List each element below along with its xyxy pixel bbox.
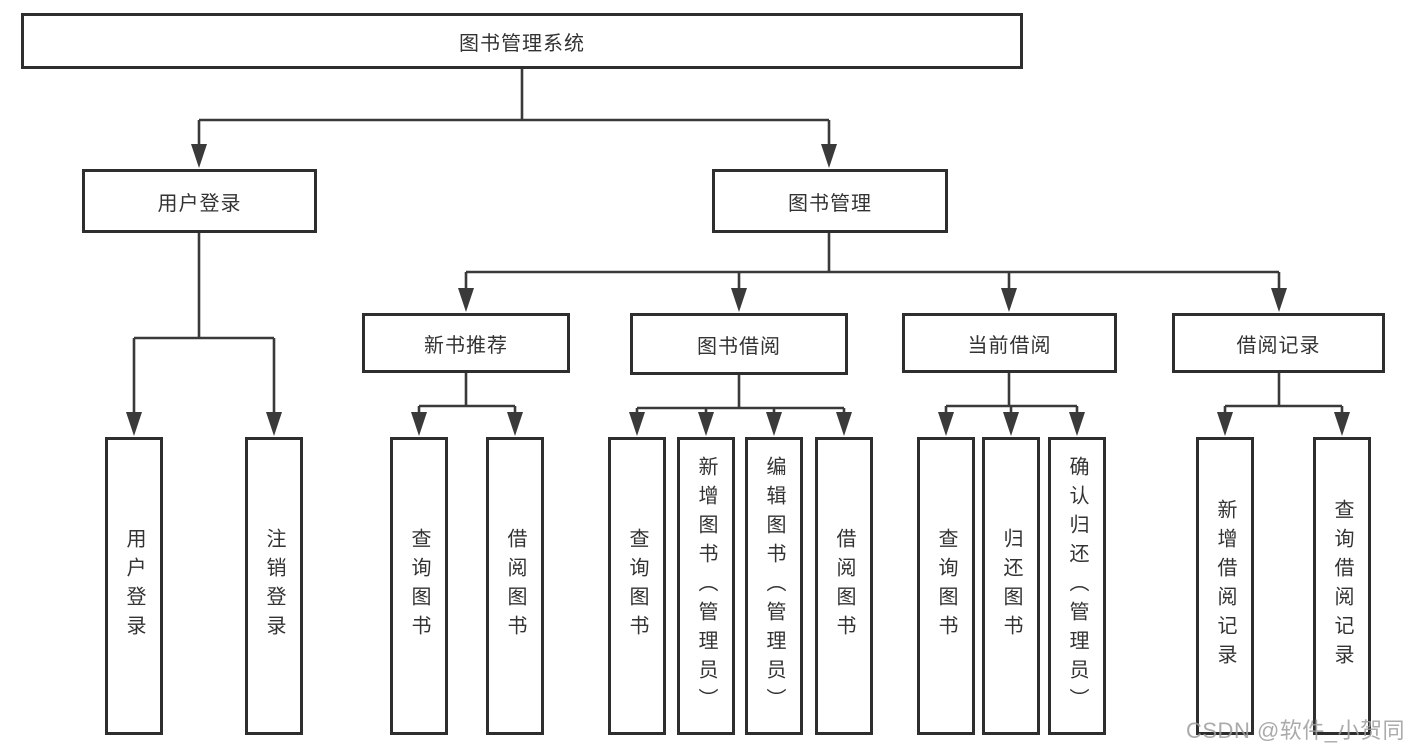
- leaf-borrow-books: 借阅图书: [815, 437, 873, 735]
- leaf-borrow-books-label: 借阅图书: [833, 528, 855, 644]
- leaf-add-books-admin-label: 新增图书（管理员）: [695, 455, 717, 717]
- node-borrow-records-label: 借阅记录: [1236, 334, 1321, 357]
- leaf-confirm-return-admin-label: 确认归还（管理员）: [1066, 455, 1088, 717]
- leaf-add-borrow-record-label: 新增借阅记录: [1214, 499, 1236, 673]
- node-current-borrow: 当前借阅: [902, 313, 1117, 373]
- node-current-borrow-label: 当前借阅: [967, 334, 1052, 357]
- node-new-book-recommend-label: 新书推荐: [424, 334, 508, 357]
- node-new-book-recommend: 新书推荐: [362, 313, 570, 373]
- node-borrow-records: 借阅记录: [1172, 313, 1385, 373]
- leaf-add-books-admin: 新增图书（管理员）: [677, 437, 735, 735]
- leaf-current-query-books-label: 查询图书: [935, 528, 957, 644]
- node-book-management: 图书管理: [712, 169, 948, 233]
- node-book-borrow-label: 图书借阅: [697, 335, 781, 358]
- leaf-recommend-borrow-books-label: 借阅图书: [504, 528, 526, 644]
- leaf-confirm-return-admin: 确认归还（管理员）: [1048, 437, 1106, 735]
- leaf-user-login: 用户登录: [105, 437, 163, 735]
- node-user-login-label: 用户登录: [157, 192, 242, 215]
- leaf-return-books-label: 归还图书: [1000, 528, 1022, 644]
- node-book-management-label: 图书管理: [788, 192, 872, 215]
- leaf-edit-books-admin: 编辑图书（管理员）: [745, 437, 803, 735]
- node-book-borrow: 图书借阅: [630, 313, 848, 375]
- node-library-system: 图书管理系统: [21, 13, 1023, 69]
- leaf-query-borrow-record: 查询借阅记录: [1313, 437, 1371, 735]
- node-user-login: 用户登录: [82, 169, 317, 233]
- leaf-query-borrow-record-label: 查询借阅记录: [1331, 499, 1353, 673]
- leaf-user-login-label: 用户登录: [123, 528, 145, 644]
- leaf-return-books: 归还图书: [982, 437, 1040, 735]
- leaf-edit-books-admin-label: 编辑图书（管理员）: [763, 455, 785, 717]
- leaf-recommend-borrow-books: 借阅图书: [486, 437, 544, 735]
- leaf-add-borrow-record: 新增借阅记录: [1196, 437, 1254, 735]
- node-library-system-label: 图书管理系统: [459, 32, 585, 55]
- leaf-recommend-query-books-label: 查询图书: [408, 528, 430, 644]
- leaf-recommend-query-books: 查询图书: [390, 437, 448, 735]
- leaf-logout-label: 注销登录: [263, 528, 285, 644]
- leaf-borrow-query-books-label: 查询图书: [626, 528, 648, 644]
- leaf-current-query-books: 查询图书: [917, 437, 975, 735]
- leaf-logout: 注销登录: [245, 437, 303, 735]
- csdn-watermark: CSDN @软件_小贺同学: [1186, 718, 1405, 743]
- leaf-borrow-query-books: 查询图书: [608, 437, 666, 735]
